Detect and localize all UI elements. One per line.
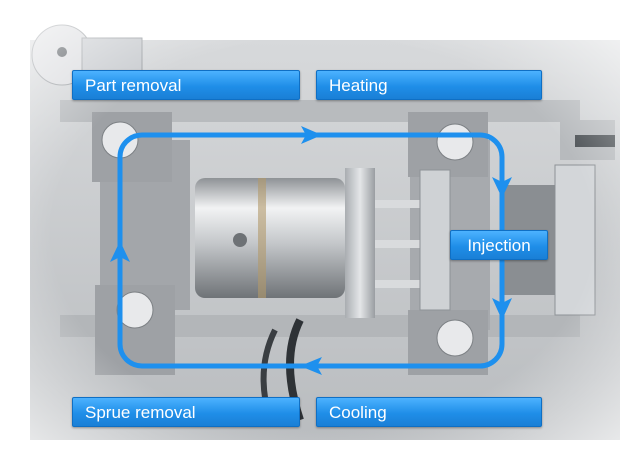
cycle-arrow-left-icon (300, 357, 322, 375)
cycle-arrow-right-icon (301, 126, 322, 144)
stage-label-cooling: Cooling (316, 397, 542, 427)
cycle-arrow-up-icon (110, 241, 130, 262)
stage-label-heating: Heating (316, 70, 542, 100)
cycle-arrow-down-icon (492, 298, 512, 320)
stage-label-injection: Injection (450, 230, 548, 260)
cycle-arrow-down-icon (492, 177, 512, 198)
stage-label-part-removal: Part removal (72, 70, 300, 100)
stage-label-sprue-removal: Sprue removal (72, 397, 300, 427)
